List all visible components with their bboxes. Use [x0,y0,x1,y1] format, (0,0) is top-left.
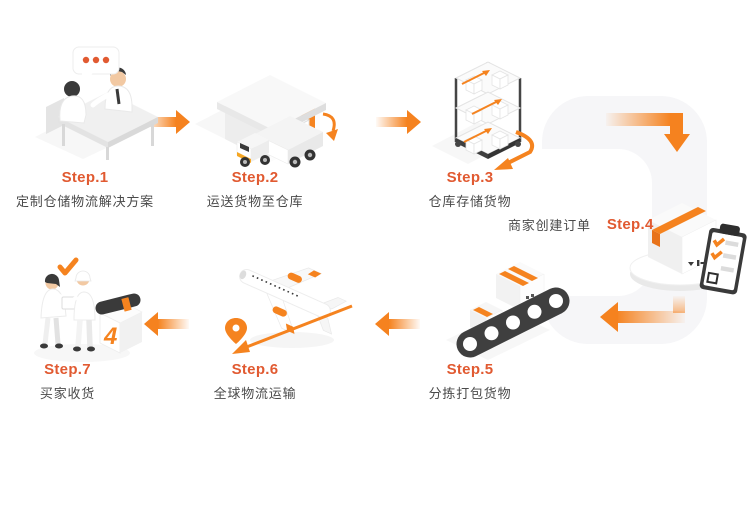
step-6-description: 全球物流运输 [213,386,297,401]
step-4-description: 商家创建订单 [508,218,591,233]
flow-arrow-left-icon [144,312,189,336]
storage-rack-illustration-icon [432,61,535,170]
flow-arrow-left-icon [375,312,420,336]
cargo-plane-illustration-icon [225,267,353,354]
step-3-label: Step.3 仓库存储货物 [385,169,555,210]
step-2-description: 运送货物至仓库 [206,194,304,209]
step-2-title: Step.2 [231,169,279,186]
buyer-receive-illustration-icon: 4 [34,257,143,362]
connector-band-cutout [468,149,652,296]
conveyor-sorting-illustration-icon [446,262,570,360]
step-6-title: Step.6 [231,361,279,378]
step-5-title: Step.5 [446,361,494,378]
step-1-title: Step.1 [61,169,109,186]
step-2-label: Step.2 运送货物至仓库 [170,169,340,210]
step-7-description: 买家收货 [39,386,96,401]
step-5-description: 分拣打包货物 [428,386,512,401]
consultation-illustration-icon [35,46,158,160]
order-box-clipboard-illustration-icon [629,203,747,295]
warehouse-truck-illustration-icon [195,75,338,168]
step-3-title: Step.3 [446,169,494,186]
flow-arrow-right-icon [145,110,190,134]
step-4-title: Step.4 [606,216,654,233]
step-7-title: Step.7 [44,361,91,378]
step-7-label: Step.7 买家收货 [10,361,125,402]
step-4-label: 商家创建订单 Step.4 [508,215,654,234]
flow-arrow-right-icon [376,110,421,134]
step-6-label: Step.6 全球物流运输 [170,361,340,402]
flow-arrow-corner-down-icon [606,113,690,152]
svg-text:4: 4 [103,323,117,350]
step-3-description: 仓库存储货物 [428,194,512,209]
step-1-description: 定制仓储物流解决方案 [15,194,154,209]
flow-arrow-corner-left-icon [600,296,685,332]
step-1-label: Step.1 定制仓储物流解决方案 [0,169,170,210]
step-5-label: Step.5 分拣打包货物 [385,361,555,402]
